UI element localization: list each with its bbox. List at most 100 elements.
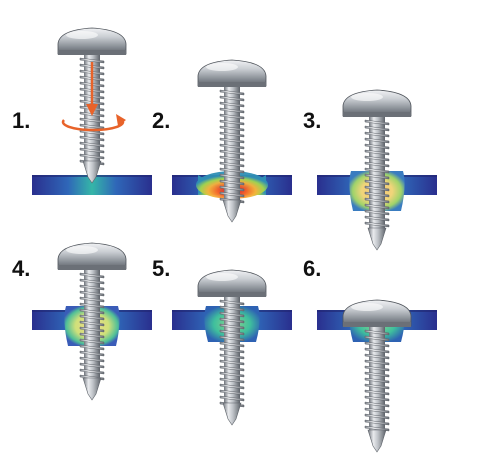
screw-thread <box>219 137 245 144</box>
screw-thread <box>79 350 105 357</box>
screw-thread <box>364 413 390 420</box>
screw-step-6 <box>317 299 437 453</box>
screw-thread <box>219 323 245 330</box>
screw-thread <box>364 203 390 210</box>
drill-tip <box>82 160 102 184</box>
screw-thread <box>219 101 245 108</box>
screw-thread <box>364 365 390 372</box>
downward-arrow-icon <box>86 104 98 116</box>
screw-thread <box>219 311 245 318</box>
screw-thread <box>79 57 105 64</box>
drill-tip <box>367 429 387 453</box>
screw-thread <box>219 173 245 180</box>
screw-thread <box>79 314 105 321</box>
drill-tip <box>222 402 242 426</box>
screw-thread <box>79 344 105 351</box>
screw-thread <box>364 155 390 162</box>
screw-thread <box>79 153 105 160</box>
screw-thread <box>364 341 390 348</box>
screw-thread <box>219 131 245 138</box>
screw-thread <box>219 155 245 162</box>
screw-thread <box>364 347 390 354</box>
screw-thread <box>364 389 390 396</box>
screw-thread <box>364 197 390 204</box>
screw-thread <box>79 135 105 142</box>
screw-thread <box>364 185 390 192</box>
screw-thread <box>219 317 245 324</box>
screw-step-5 <box>172 269 292 426</box>
screw-head-highlight <box>206 63 238 71</box>
screw-head-highlight <box>351 93 383 101</box>
screw-thread <box>219 125 245 132</box>
screw-thread <box>219 335 245 342</box>
screw-thread <box>364 377 390 384</box>
screw-head-highlight <box>351 303 383 311</box>
screw-thread <box>219 299 245 306</box>
screw-thread <box>219 119 245 126</box>
screw-thread <box>79 129 105 136</box>
screw-thread <box>364 359 390 366</box>
screw-thread <box>364 125 390 132</box>
screw-thread <box>79 320 105 327</box>
screw-head-rim <box>58 265 126 270</box>
screw-thread <box>364 191 390 198</box>
screw-thread <box>364 407 390 414</box>
screw-head-rim <box>198 82 266 87</box>
screw-thread <box>79 141 105 148</box>
screw-head-rim <box>343 322 411 327</box>
step-label-1: 1. <box>12 108 31 133</box>
screw-thread <box>219 89 245 96</box>
step-label-3: 3. <box>303 108 322 133</box>
metal-plate <box>32 175 152 195</box>
screw-head-highlight <box>66 31 98 39</box>
screw-step-1 <box>32 27 152 195</box>
screw-thread <box>364 119 390 126</box>
screw-thread <box>219 329 245 336</box>
screw-thread <box>364 215 390 222</box>
screw-thread <box>364 173 390 180</box>
screw-thread <box>79 308 105 315</box>
screw-thread <box>79 368 105 375</box>
screw-head-highlight <box>66 246 98 254</box>
screw-head-rim <box>343 112 411 117</box>
screw-thread <box>219 113 245 120</box>
screw-thread <box>79 278 105 285</box>
screw-thread <box>219 95 245 102</box>
screw-thread <box>219 185 245 192</box>
screw-thread <box>79 362 105 369</box>
screw-thread <box>364 395 390 402</box>
screw-thread <box>364 161 390 168</box>
step-label-5: 5. <box>152 256 171 281</box>
screw-thread <box>364 419 390 426</box>
rotation-arrow-icon <box>116 114 126 126</box>
screw-thread <box>364 353 390 360</box>
screw-thread <box>364 401 390 408</box>
screw-thread <box>364 137 390 144</box>
screw-thread <box>219 347 245 354</box>
screw-thread <box>219 305 245 312</box>
screw-thread <box>219 107 245 114</box>
screw-thread <box>79 326 105 333</box>
screw-thread <box>79 284 105 291</box>
drill-tip <box>82 377 102 401</box>
screw-thread <box>364 221 390 228</box>
screw-thread <box>79 338 105 345</box>
screw-thread <box>79 272 105 279</box>
screw-thread <box>79 147 105 154</box>
screw-thread <box>364 209 390 216</box>
screw-thread <box>364 371 390 378</box>
screw-thread <box>364 167 390 174</box>
screw-thread <box>219 161 245 168</box>
screw-thread <box>364 335 390 342</box>
drill-tip <box>367 227 387 251</box>
screw-thread <box>79 296 105 303</box>
screw-thread <box>219 143 245 150</box>
screw-thread <box>219 383 245 390</box>
screw-thread <box>219 365 245 372</box>
screw-thread <box>219 191 245 198</box>
screw-thread <box>219 353 245 360</box>
rotation-arrow-arc <box>61 119 125 132</box>
screw-head-rim <box>198 292 266 297</box>
